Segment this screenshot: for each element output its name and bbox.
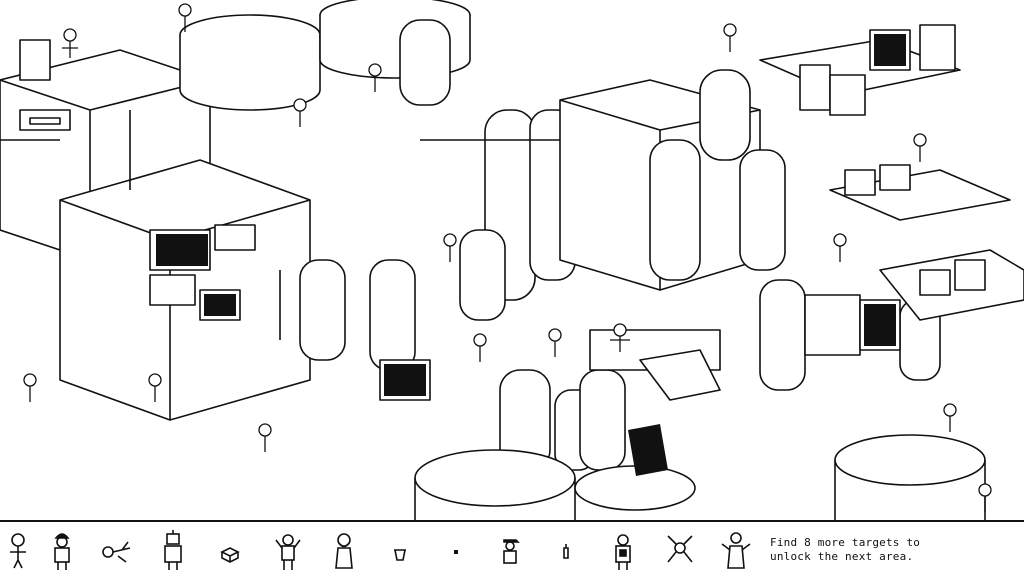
badge-worker-icon (615, 534, 631, 570)
target-bearded-scientist[interactable] (326, 528, 362, 572)
target-waving-scientist[interactable] (718, 528, 754, 572)
small-lamp-icon (563, 544, 569, 559)
factory-scene[interactable] (0, 0, 1024, 520)
cap-worker-icon (503, 539, 520, 564)
target-lying-person[interactable] (100, 528, 136, 572)
factory-illustration[interactable] (0, 0, 1024, 520)
bearded-scientist-icon (335, 533, 353, 569)
target-bar: Find 8 more targets to unlock the next a… (0, 520, 1024, 576)
tiny-item-icon (454, 550, 458, 554)
cup-icon (394, 549, 406, 561)
tall-tank (399, 19, 451, 106)
target-dancing-person[interactable] (662, 528, 698, 572)
robot-person-icon (164, 530, 182, 570)
target-small-box[interactable] (212, 528, 248, 572)
dancing-person-icon (667, 535, 693, 563)
target-pipe-wrench-person[interactable] (0, 528, 36, 572)
lying-person-icon (102, 541, 131, 563)
hint-text: Find 8 more targets to unlock the next a… (770, 536, 1010, 564)
hint-line-2: unlock the next area. (770, 550, 914, 563)
target-small-lamp[interactable] (548, 528, 584, 572)
hint-line-1: Find 8 more targets to (770, 536, 921, 549)
target-worker-with-helmet[interactable] (44, 528, 80, 572)
worker-arms-raised-icon (275, 534, 301, 570)
pipe-wrench-person-icon (10, 533, 26, 569)
target-cap-worker[interactable] (492, 528, 528, 572)
chimney (19, 39, 51, 81)
worker-with-helmet-icon (54, 533, 70, 570)
target-tiny-item[interactable] (438, 528, 474, 572)
target-badge-worker[interactable] (605, 528, 641, 572)
target-worker-arms-raised[interactable] (270, 528, 306, 572)
target-robot-person[interactable] (155, 528, 191, 572)
waving-scientist-icon (721, 532, 751, 569)
target-cup[interactable] (382, 528, 418, 572)
small-box-icon (220, 547, 240, 563)
